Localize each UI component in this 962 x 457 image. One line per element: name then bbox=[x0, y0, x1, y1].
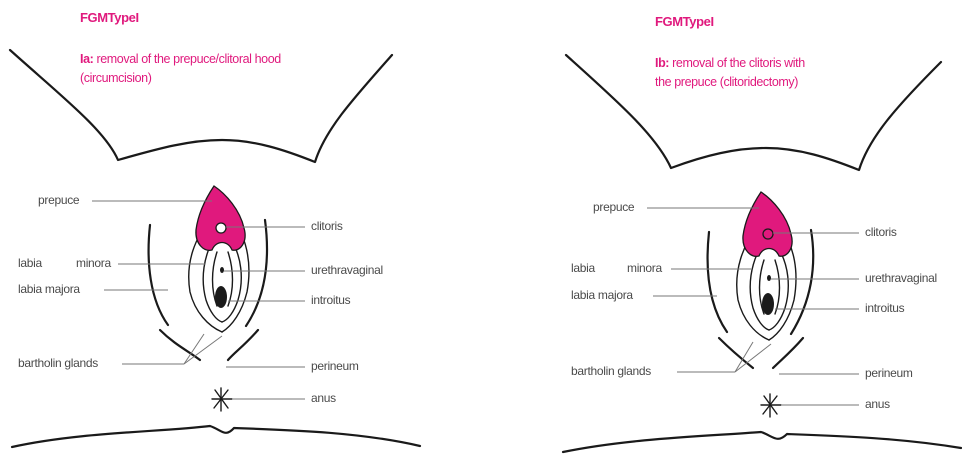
hip-contour-right bbox=[228, 330, 258, 360]
prepuce-region bbox=[196, 186, 245, 250]
inner-fold-right bbox=[228, 252, 233, 306]
inner-fold-right bbox=[775, 260, 780, 314]
leader-bartholin-c bbox=[184, 336, 222, 364]
hip-contour-left bbox=[160, 330, 200, 360]
panel-type-ib: FGMTypeI Ib: removal of the clitoris wit… bbox=[481, 0, 962, 457]
label-prepuce: prepuce bbox=[38, 193, 79, 207]
description-line-2: the prepuce (clitoridectomy) bbox=[655, 75, 798, 89]
label-minora: minora bbox=[76, 256, 111, 270]
label-labia: labia bbox=[18, 256, 42, 270]
label-bartholin-glands: bartholin glands bbox=[571, 364, 651, 378]
urethral-opening bbox=[767, 275, 771, 281]
label-labia: labia bbox=[571, 261, 595, 275]
leader-bartholin-b bbox=[184, 334, 204, 364]
label-anus: anus bbox=[311, 391, 336, 405]
panel-type-ia: FGMTypeI Ia: removal of the prepuce/clit… bbox=[0, 0, 481, 457]
clitoris-glans bbox=[216, 223, 226, 233]
panel-description: Ia: removal of the prepuce/clitoral hood… bbox=[80, 50, 281, 88]
fgm-subtype-code: Ib: bbox=[655, 56, 669, 70]
panel-title: FGMTypeI bbox=[80, 10, 139, 25]
label-labia-majora: labia majora bbox=[571, 288, 633, 302]
panel-title: FGMTypeI bbox=[655, 14, 714, 29]
thigh-contour-right bbox=[791, 230, 813, 334]
vaginal-introitus bbox=[215, 286, 227, 308]
hip-contour-right bbox=[773, 338, 803, 368]
anus-mark bbox=[761, 394, 781, 417]
panel-description: Ib: removal of the clitoris with the pre… bbox=[655, 54, 805, 92]
label-minora: minora bbox=[627, 261, 662, 275]
urethral-opening bbox=[220, 267, 224, 273]
label-clitoris: clitoris bbox=[311, 219, 343, 233]
label-clitoris: clitoris bbox=[865, 225, 897, 239]
description-line-2: (circumcision) bbox=[80, 71, 152, 85]
buttock-contour bbox=[12, 426, 420, 447]
thigh-contour-left bbox=[149, 225, 168, 325]
label-introitus: introitus bbox=[311, 293, 350, 307]
hip-contour-left bbox=[719, 338, 753, 368]
description-line-1: removal of the prepuce/clitoral hood bbox=[96, 52, 280, 66]
clitoris-glans bbox=[763, 229, 773, 239]
buttock-contour bbox=[563, 432, 961, 452]
labia-minora-right bbox=[222, 238, 241, 322]
description-line-1: removal of the clitoris with bbox=[672, 56, 805, 70]
label-prepuce: prepuce bbox=[593, 200, 634, 214]
label-introitus: introitus bbox=[865, 301, 904, 315]
label-bartholin-glands: bartholin glands bbox=[18, 356, 98, 370]
fgm-subtype-code: Ia: bbox=[80, 52, 93, 66]
label-anus: anus bbox=[865, 397, 890, 411]
label-urethravaginal: urethravaginal bbox=[865, 271, 937, 285]
leader-bartholin-b bbox=[735, 342, 753, 372]
label-perineum: perineum bbox=[865, 366, 913, 380]
anus-mark bbox=[212, 388, 232, 411]
label-labia-majora: labia majora bbox=[18, 282, 80, 296]
prepuce-region bbox=[743, 192, 792, 256]
label-perineum: perineum bbox=[311, 359, 359, 373]
vaginal-introitus bbox=[762, 293, 774, 315]
thigh-contour-left bbox=[708, 232, 727, 332]
label-urethravaginal: urethravaginal bbox=[311, 263, 383, 277]
labia-minora-right bbox=[769, 246, 788, 330]
